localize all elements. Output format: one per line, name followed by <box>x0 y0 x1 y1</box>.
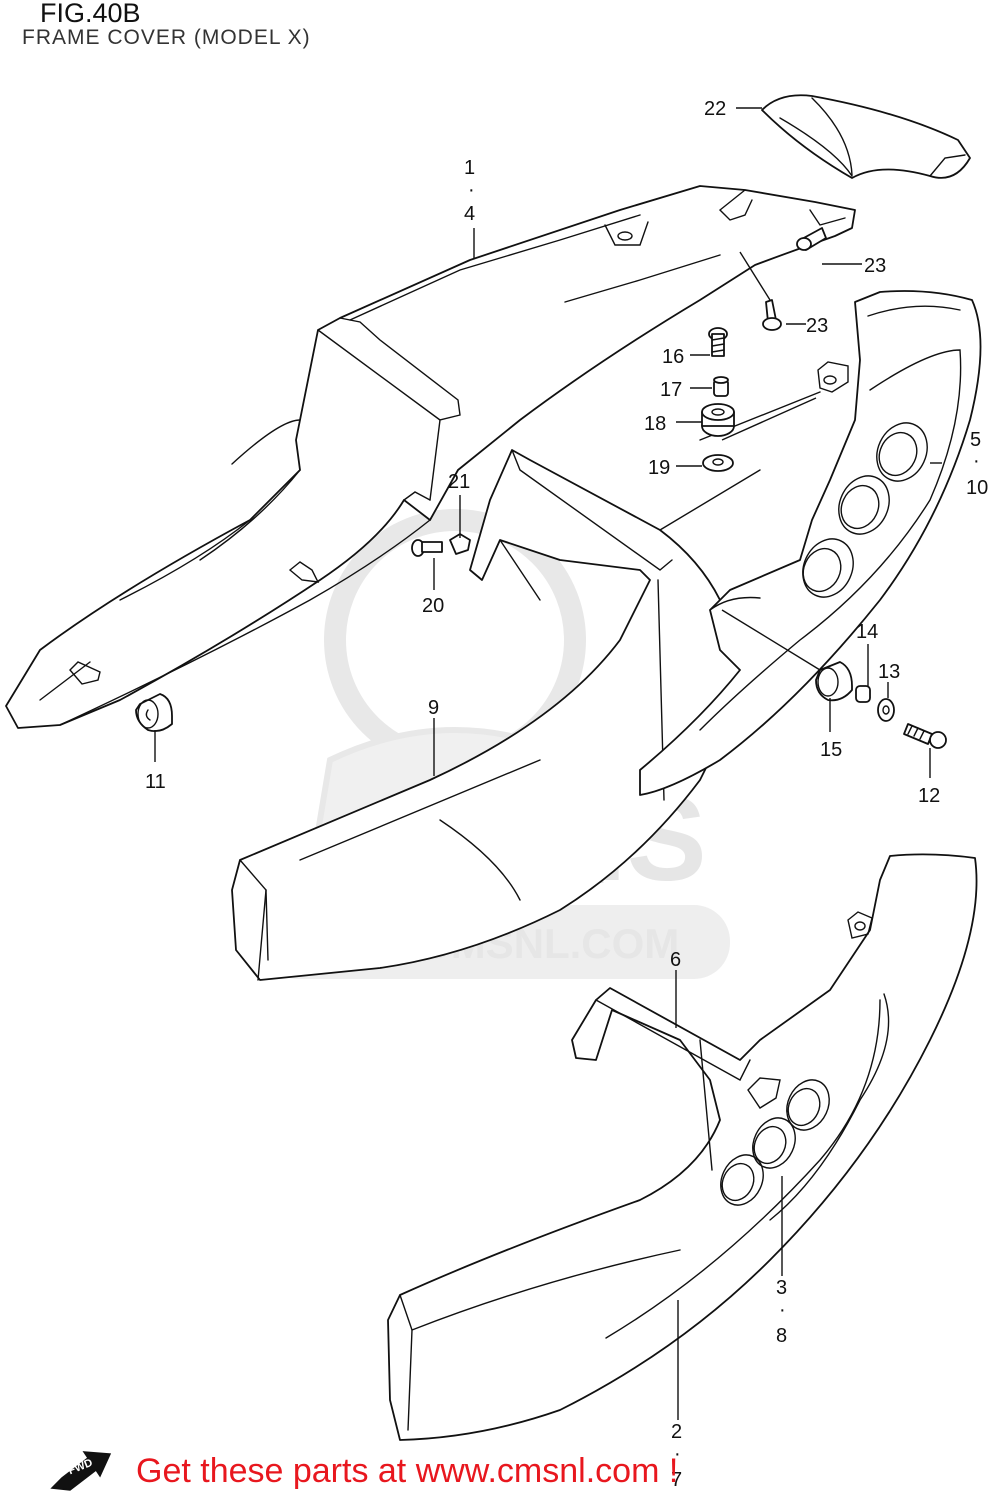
callout-22: 22 <box>704 98 726 120</box>
callout-1-4-separator: · <box>468 179 475 201</box>
part-19-washer <box>702 454 734 472</box>
callout-12: 12 <box>918 785 940 807</box>
callout-3-8-separator: · <box>779 1299 786 1321</box>
callout-7: 7 <box>671 1469 682 1491</box>
callout-14: 14 <box>856 621 878 643</box>
part-23-screw-lower <box>762 299 782 331</box>
callout-16: 16 <box>662 346 684 368</box>
callout-23-lower: 23 <box>806 315 828 337</box>
part-17-collar <box>713 376 729 397</box>
part-14-collar <box>855 685 871 703</box>
fwd-arrow-icon <box>50 1451 112 1491</box>
part-22-tail-cap <box>761 94 971 179</box>
callout-23-upper: 23 <box>864 255 886 277</box>
callout-6: 6 <box>670 949 681 971</box>
callout-15: 15 <box>820 739 842 761</box>
callout-17: 17 <box>660 379 682 401</box>
callout-20: 20 <box>422 595 444 617</box>
figure-subtitle: FRAME COVER (MODEL X) <box>22 26 311 49</box>
part-23-screw-upper <box>796 227 827 251</box>
part-11-rubber <box>135 693 173 733</box>
part-18-grommet <box>701 403 735 437</box>
figure-title: FIG.40B <box>40 0 141 28</box>
callout-2: 2 <box>671 1421 682 1443</box>
callout-5-10-separator: · <box>973 450 980 472</box>
footer-link[interactable]: Get these parts at www.cmsnl.com ! <box>136 1452 679 1490</box>
hardware-parts <box>135 227 947 749</box>
part-12-screw <box>903 723 947 749</box>
callout-18: 18 <box>644 413 666 435</box>
callout-labels: 22 1 · 4 23 23 16 17 18 19 5 · 10 21 20 … <box>145 98 988 1491</box>
callout-13: 13 <box>878 661 900 683</box>
part-20-screw <box>411 539 443 557</box>
callout-4: 4 <box>464 203 475 225</box>
part-21-nut <box>449 533 471 555</box>
part-2-7-lower-side-cover <box>387 853 978 1441</box>
callout-19: 19 <box>648 457 670 479</box>
part-5-10-right-side-cover <box>639 290 982 796</box>
part-1-4-seat-tail-cover <box>5 185 856 729</box>
leader-lines <box>154 107 942 1420</box>
part-15-grommet <box>815 661 853 702</box>
callout-2-7-separator: · <box>674 1443 681 1465</box>
part-13-washer <box>877 698 895 722</box>
part-16-bolt <box>708 327 728 357</box>
callout-8: 8 <box>776 1325 787 1347</box>
callout-21: 21 <box>448 471 470 493</box>
callout-10: 10 <box>966 477 988 499</box>
callout-5: 5 <box>970 429 981 451</box>
callout-9: 9 <box>428 697 439 719</box>
callout-11: 11 <box>145 771 166 793</box>
callout-3: 3 <box>776 1277 787 1299</box>
callout-1: 1 <box>464 157 475 179</box>
